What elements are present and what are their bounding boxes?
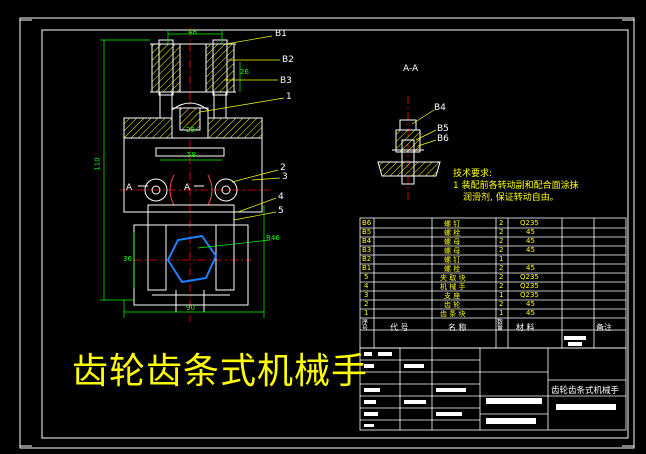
bom-name: 螺 栓 xyxy=(444,229,461,237)
bom-qty: 2 xyxy=(499,273,504,281)
dim-110: 110 xyxy=(93,157,102,171)
callout-5: 5 xyxy=(278,206,284,216)
bom-qty: 2 xyxy=(499,282,504,290)
section-mark-left: A xyxy=(126,183,133,193)
bom-no: 1 xyxy=(364,309,369,317)
bom-no: 4 xyxy=(364,282,369,290)
bom-name: 机 械 手 xyxy=(440,283,466,291)
bom-qty: 2 xyxy=(499,219,504,227)
bom-no: B1 xyxy=(362,264,372,272)
callout-b1: B1 xyxy=(275,29,287,39)
drawing-frame xyxy=(19,17,635,449)
dimensions xyxy=(100,30,271,318)
section-mark-right: A xyxy=(184,183,191,193)
title-block-lines xyxy=(359,347,627,431)
section-title: A-A xyxy=(403,64,419,74)
callout-b3: B3 xyxy=(280,76,292,86)
dim-90: 90 xyxy=(186,304,195,312)
dim-36: 36 xyxy=(123,255,132,263)
bom-header-name: 名 称 xyxy=(448,323,467,332)
bom-header-material: 材 料 xyxy=(516,323,535,332)
bom-qty: 1 xyxy=(499,255,504,263)
bom-qty: 2 xyxy=(499,228,504,236)
bom-material: 45 xyxy=(526,300,535,308)
dim-28: 28 xyxy=(186,126,195,134)
tech-heading: 技术要求: xyxy=(453,169,493,179)
bom-qty: 2 xyxy=(499,246,504,254)
bom-name: 螺 栓 xyxy=(444,265,461,273)
bom-no: 3 xyxy=(364,291,369,299)
drawing-title-overlay: 齿轮齿条式机械手 xyxy=(72,351,369,392)
bom-header-note: 备注 xyxy=(596,323,612,332)
bom-header-qty: 数量 xyxy=(497,319,504,332)
callout-2: 2 xyxy=(280,163,286,173)
callout-b5: B5 xyxy=(437,124,449,134)
tech-requirements: 技术要求: 1 装配前各转动副和配合面涂抹 润滑剂, 保证转动自由。 xyxy=(453,168,579,204)
callout-b6: B6 xyxy=(437,134,449,144)
bom-no: 2 xyxy=(364,300,369,308)
bom-name: 螺 钉 xyxy=(444,256,461,264)
bom-material: 45 xyxy=(526,246,535,254)
dim-26: 26 xyxy=(240,68,249,76)
bom-material: 45 xyxy=(526,264,535,272)
top-bolts xyxy=(150,39,236,119)
bom-material: 45 xyxy=(526,237,535,245)
section-view xyxy=(377,96,441,200)
gripped-object xyxy=(166,234,218,284)
bom-name: 螺 钉 xyxy=(444,220,461,228)
bom-no: B5 xyxy=(362,228,372,236)
bom-no: B4 xyxy=(362,237,372,245)
support-bracket xyxy=(123,102,263,213)
bom-material: Q235 xyxy=(520,273,539,281)
bom-qty: 2 xyxy=(499,237,504,245)
callout-leaders xyxy=(199,35,285,221)
callout-4: 4 xyxy=(278,192,284,202)
title-block-title: 齿轮齿条式机械手 xyxy=(551,386,620,396)
bom-name: 齿 轮 xyxy=(444,301,461,309)
dim-48: 48 xyxy=(188,28,197,36)
bom-table-lines xyxy=(359,217,627,349)
callout-b4: B4 xyxy=(434,103,446,113)
gripper-arms xyxy=(133,204,249,312)
bom-header-code: 代 号 xyxy=(390,323,409,332)
bom-name: 支 座 xyxy=(444,292,461,300)
bom-no: B2 xyxy=(362,255,372,263)
bom-material: Q235 xyxy=(520,291,539,299)
bom-qty: 2 xyxy=(499,300,504,308)
bom-material: Q235 xyxy=(520,282,539,290)
callout-3: 3 xyxy=(282,172,288,182)
bom-no: B3 xyxy=(362,246,372,254)
bom-qty: 1 xyxy=(499,291,504,299)
dim-r46: R46 xyxy=(266,234,280,242)
bom-qty: 2 xyxy=(499,264,504,272)
bom-qty: 1 xyxy=(499,309,504,317)
bom-name: 螺 母 xyxy=(444,238,461,246)
bom-material: Q235 xyxy=(520,219,539,227)
bom-no: B6 xyxy=(362,219,372,227)
tech-line2: 润滑剂, 保证转动自由。 xyxy=(463,193,559,203)
callout-b2: B2 xyxy=(282,55,294,65)
bom-name: 螺 母 xyxy=(444,247,461,255)
bom-no: 5 xyxy=(364,273,369,281)
title-block-fill xyxy=(364,336,616,427)
bom-header-seq: 序号 xyxy=(362,319,369,332)
bom-name: 夹 取 块 xyxy=(440,274,466,282)
tech-line1: 1 装配前各转动副和配合面涂抹 xyxy=(453,181,579,191)
gears xyxy=(144,174,238,206)
bom-material: 45 xyxy=(526,228,535,236)
bom-name: 齿 条 块 xyxy=(440,310,466,318)
main-view xyxy=(100,28,285,322)
dim-58: 58 xyxy=(187,151,196,159)
bom-material: 45 xyxy=(526,309,535,317)
callout-1: 1 xyxy=(286,92,292,102)
